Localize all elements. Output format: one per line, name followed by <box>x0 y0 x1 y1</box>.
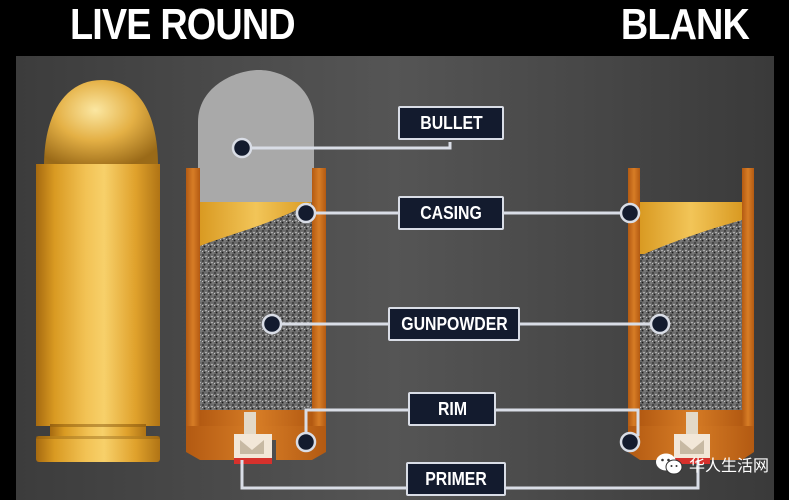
primer-label: PRIMER <box>406 462 506 496</box>
diagram-panel: BULLET CASING GUNPOWDER RIM PRIMER <box>16 56 774 500</box>
casing-label: CASING <box>398 196 504 230</box>
blank-cross-section <box>628 168 754 464</box>
bullet-dot <box>231 137 253 159</box>
live-round-cartridge <box>36 80 160 462</box>
gunpowder-dot-blank <box>649 313 671 335</box>
watermark: 华人生活网 <box>655 452 769 476</box>
rim-label: RIM <box>408 392 496 426</box>
pointer-dots <box>231 137 671 453</box>
casing-dot-live <box>295 202 317 224</box>
blank-title: BLANK <box>620 0 750 49</box>
primer-marker-live <box>234 458 272 464</box>
rim-dot-blank <box>619 431 641 453</box>
gunpowder-label: GUNPOWDER <box>388 307 520 341</box>
watermark-text: 华人生活网 <box>688 458 769 475</box>
bullet-leader <box>244 142 452 150</box>
rim-dot-live <box>295 431 317 453</box>
wechat-icon <box>655 453 683 475</box>
casing-dot-blank <box>619 202 641 224</box>
bullet-label: BULLET <box>398 106 504 140</box>
live-round-title: LIVE ROUND <box>70 0 296 49</box>
ammunition-diagram <box>36 70 754 490</box>
primer-marker-blank <box>674 458 710 464</box>
live-round-cross-section <box>186 70 326 464</box>
gunpowder-dot-live <box>261 313 283 335</box>
